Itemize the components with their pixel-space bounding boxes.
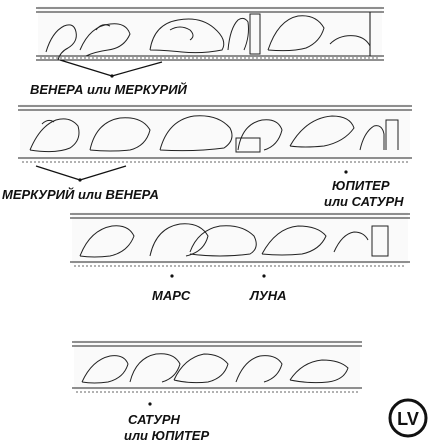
- pointer-venus-mercury: [59, 59, 163, 78]
- frieze-panel-4: [72, 340, 362, 393]
- label-mercury-venus: МЕРКУРИЙ или ВЕНЕРА: [2, 186, 159, 202]
- pointer-mars: [170, 274, 174, 278]
- frieze-panel-2: [18, 104, 412, 163]
- label-moon: ЛУНА: [249, 288, 287, 303]
- frieze-panel-3: [70, 212, 410, 267]
- pointer-mercury-venus: [35, 165, 127, 182]
- label-jupiter-saturn-line2: или САТУРН: [324, 194, 404, 209]
- lv-logo-text: LV: [397, 409, 419, 429]
- label-saturn-jupiter-line1: САТУРН: [128, 412, 181, 427]
- label-jupiter-saturn-line1: ЮПИТЕР: [332, 178, 390, 193]
- pointer-saturn-jupiter: [148, 402, 152, 406]
- lv-logo: LV: [388, 398, 428, 438]
- frieze-panel-1: [36, 6, 384, 61]
- pointer-moon: [262, 274, 266, 278]
- label-mars: МАРС: [152, 288, 191, 303]
- pointer-jupiter-saturn: [344, 170, 348, 174]
- label-venus-mercury: ВЕНЕРА или МЕРКУРИЙ: [30, 81, 188, 97]
- label-saturn-jupiter-line2: или ЮПИТЕР: [124, 428, 209, 443]
